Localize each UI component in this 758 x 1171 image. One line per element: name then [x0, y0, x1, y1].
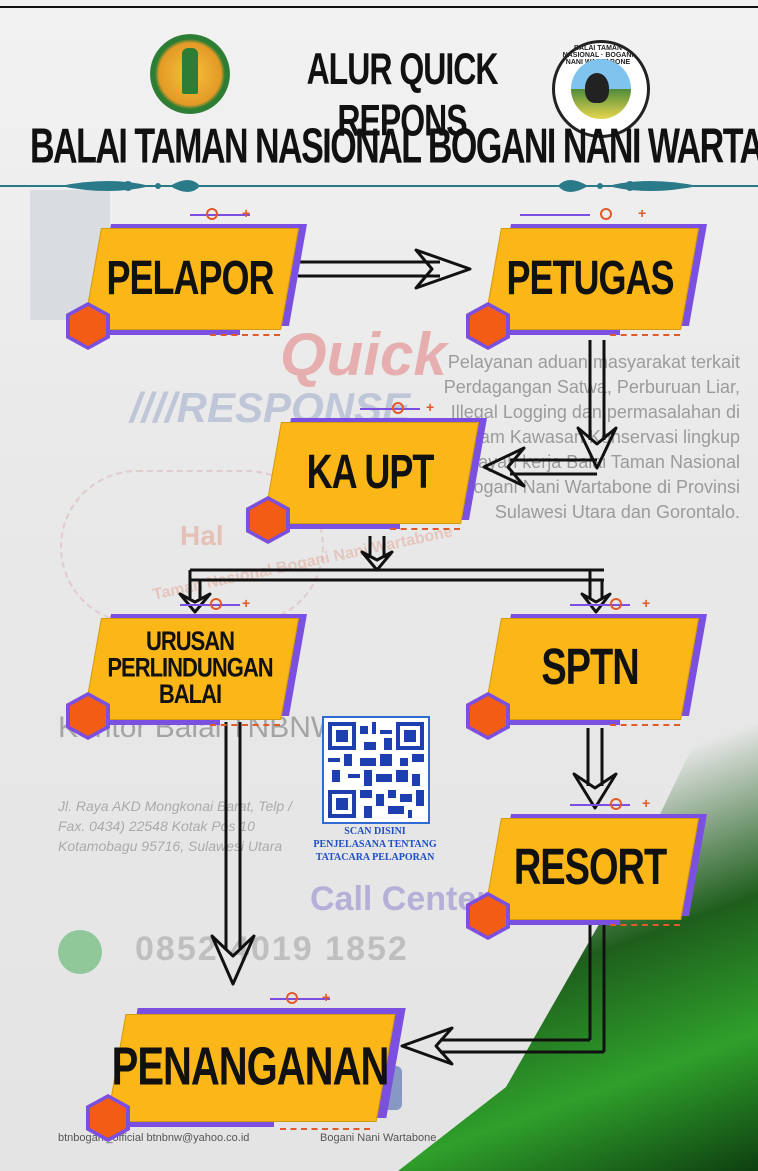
qr-code[interactable]: [322, 716, 430, 824]
footer-facebook-text: Bogani Nani Wartabone: [320, 1132, 437, 1144]
step-pelapor-label: PELAPOR: [106, 249, 274, 305]
ministry-logo: [150, 34, 230, 114]
page-title: ALUR QUICK REPONS: [306, 43, 499, 146]
arrow-sptn-resort: [586, 728, 604, 786]
background-phone: 0852 4019 1852: [135, 930, 409, 968]
top-border: [0, 6, 758, 8]
park-logo: BALAI TAMAN NASIONAL · BOGANI NANI WARTA…: [552, 40, 650, 138]
ornamental-divider: [0, 180, 758, 192]
background-call-center: Call Center: [310, 880, 490, 918]
arrow-pelapor-petugas: [298, 260, 440, 278]
arrow-petugas-kaupt: [588, 340, 606, 440]
step-urusan-label: URUSAN PERLINDUNGAN BALAI: [107, 626, 273, 709]
step-sptn: + SPTN: [460, 596, 710, 746]
qr-caption-1: SCAN DISINI: [344, 826, 406, 837]
step-penanganan-label: PENANGANAN: [111, 1036, 390, 1097]
arrow-resort-penanganan: [588, 914, 606, 1052]
step-ka-upt-label: KA UPT: [306, 443, 435, 499]
step-sptn-label: SPTN: [541, 638, 639, 696]
whatsapp-icon: [58, 930, 102, 974]
step-petugas-label: PETUGAS: [506, 249, 674, 305]
step-urusan-perlindungan-balai: + URUSAN PERLINDUNGAN BALAI: [60, 596, 310, 746]
step-ka-upt: + KA UPT: [240, 400, 490, 550]
step-resort-label: RESORT: [513, 838, 667, 896]
qr-code-pattern: [328, 722, 424, 818]
step-pelapor: + PELAPOR: [60, 206, 310, 356]
arrow-urusan-penanganan: [224, 722, 242, 950]
qr-caption-2: PENJELASANA TENTANG: [313, 839, 437, 850]
background-paragraph: Pelayanan aduan masyarakat terkait Perda…: [443, 352, 740, 522]
background-quick-text: Quick: [280, 321, 447, 388]
background-hal-text: Hal: [180, 520, 224, 551]
step-penanganan: + PENANGANAN: [80, 990, 410, 1150]
step-petugas: + PETUGAS: [460, 206, 710, 356]
arrow-kaupt-split: [368, 536, 386, 558]
step-resort: + RESORT: [460, 796, 710, 946]
qr-caption-3: TATACARA PELAPORAN: [315, 852, 435, 863]
page-subtitle: BALAI TAMAN NASIONAL BOGANI NANI WARTABO…: [30, 119, 758, 175]
